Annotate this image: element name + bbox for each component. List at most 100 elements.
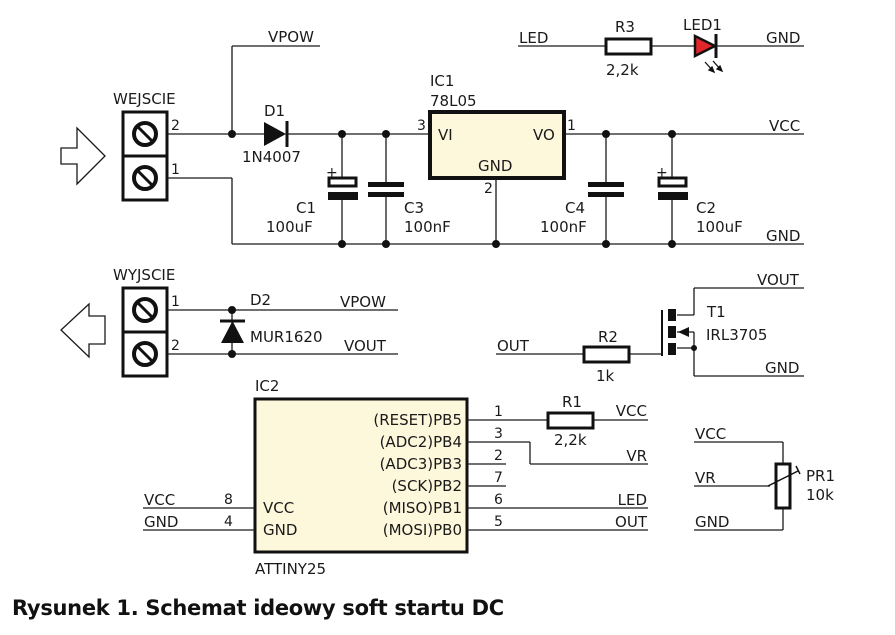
diode-icon bbox=[221, 321, 244, 343]
diode-d1: D1 1N4007 bbox=[242, 102, 301, 166]
mosfet-t1: T1 IRL3705 bbox=[661, 303, 767, 356]
screw-terminal-icon bbox=[132, 165, 158, 191]
led-branch: LED GND bbox=[518, 29, 804, 47]
input-connector-name: WEJSCIE bbox=[113, 90, 176, 108]
c2-polarity: + bbox=[656, 165, 668, 181]
capacitor-c4: C4 100nF bbox=[540, 182, 624, 236]
diode-d2: D2 MUR1620 bbox=[220, 291, 323, 346]
ic2-value: ATTINY25 bbox=[255, 560, 326, 578]
screw-terminal-icon bbox=[132, 121, 158, 147]
input-pin-1: 1 bbox=[171, 162, 180, 178]
ic2-right-net-4: LED bbox=[618, 491, 647, 509]
resistor-r3: R3 2,2k bbox=[604, 18, 653, 79]
net-label-vout: VOUT bbox=[344, 337, 387, 355]
net-label-vcc-pr1: VCC bbox=[695, 425, 726, 443]
ic2-right-num-5: 5 bbox=[494, 514, 503, 530]
net-label-led: LED bbox=[519, 29, 548, 47]
figure-caption: Rysunek 1. Schemat ideowy soft startu DC bbox=[12, 596, 504, 620]
input-arrow bbox=[60, 126, 106, 186]
net-label-gnd-led: GND bbox=[766, 29, 800, 47]
pr1-ref: PR1 bbox=[806, 467, 835, 485]
input-pin-2: 2 bbox=[171, 118, 180, 134]
d1-value: 1N4007 bbox=[242, 148, 301, 166]
c3-value: 100nF bbox=[404, 218, 451, 236]
ic1-ref: IC1 bbox=[430, 72, 454, 90]
mosfet-arrow-icon bbox=[678, 327, 689, 337]
ic2-right-pin-4: (MISO)PB1 bbox=[383, 499, 462, 517]
r3-ref: R3 bbox=[615, 18, 635, 36]
ic2-right-net-1: VR bbox=[626, 447, 647, 465]
ic2-right-pin-0: (RESET)PB5 bbox=[373, 411, 462, 429]
potentiometer-pr1: VCC VR GND PR1 10k bbox=[694, 425, 835, 531]
ic1-num-gnd: 2 bbox=[484, 181, 493, 197]
c3-ref: C3 bbox=[404, 199, 424, 217]
output-arrow bbox=[60, 302, 106, 359]
net-label-vpow: VPOW bbox=[268, 28, 314, 46]
ic1-value: 78L05 bbox=[430, 92, 477, 110]
regulator-ic1: IC1 78L05 VI VO GND 3 1 2 bbox=[417, 72, 576, 197]
c1-polarity: + bbox=[326, 165, 338, 181]
led-led1: LED1 bbox=[683, 16, 724, 74]
ic1-pin-vo: VO bbox=[533, 126, 555, 144]
output-connector-name: WYJSCIE bbox=[113, 266, 175, 284]
t1-value: IRL3705 bbox=[706, 326, 767, 344]
ic2-right-pin-1: (ADC2)PB4 bbox=[380, 433, 462, 451]
ic2-right-num-3: 7 bbox=[494, 470, 503, 486]
input-connector: WEJSCIE 2 1 bbox=[113, 90, 180, 202]
output-pin-1: 1 bbox=[171, 294, 180, 310]
output-connector: WYJSCIE 1 2 bbox=[113, 266, 180, 378]
r3-value: 2,2k bbox=[606, 61, 639, 79]
screw-terminal-icon bbox=[132, 341, 158, 367]
ic1-pin-vi: VI bbox=[438, 126, 453, 144]
resistor-r1: R1 2,2k bbox=[546, 393, 595, 449]
d1-ref: D1 bbox=[264, 102, 285, 120]
c4-value: 100nF bbox=[540, 218, 587, 236]
led1-ref: LED1 bbox=[683, 16, 722, 34]
ic2-left-pin-0: VCC bbox=[263, 499, 294, 517]
output-pin-2: 2 bbox=[171, 338, 180, 354]
ic2-right-net-0: VCC bbox=[616, 402, 647, 420]
ic2-right-num-2: 2 bbox=[494, 448, 503, 464]
microcontroller-ic2: IC2 ATTINY25 VCC GND 8 4 VCC GND (RESET)… bbox=[143, 377, 648, 578]
wiper-icon bbox=[767, 470, 799, 487]
net-label-gnd-t1: GND bbox=[765, 359, 799, 377]
ic2-right-pin-2: (ADC3)PB3 bbox=[380, 455, 462, 473]
ic2-left-num-1: 4 bbox=[224, 514, 233, 530]
junction-dots bbox=[228, 130, 676, 248]
ic2-left-net-1: GND bbox=[144, 513, 178, 531]
ic2-right-num-0: 1 bbox=[494, 404, 503, 420]
net-label-out: OUT bbox=[497, 337, 530, 355]
diode-icon bbox=[264, 122, 286, 146]
t1-ref: T1 bbox=[706, 303, 726, 321]
c1-ref: C1 bbox=[296, 199, 316, 217]
wires-mosfet: OUT VOUT GND bbox=[496, 271, 804, 377]
ic2-left-net-0: VCC bbox=[144, 491, 175, 509]
led-icon bbox=[693, 33, 718, 59]
net-label-vr: VR bbox=[695, 469, 716, 487]
wires-output: VPOW VOUT bbox=[167, 293, 398, 358]
capacitor-c3: C3 100nF bbox=[368, 182, 451, 236]
screw-terminal-icon bbox=[132, 297, 158, 323]
net-label-gnd: GND bbox=[766, 227, 800, 245]
capacitor-c1: + C1 100uF bbox=[266, 165, 358, 236]
capacitor-c2: + C2 100uF bbox=[656, 165, 743, 236]
net-label-vcc: VCC bbox=[769, 117, 800, 135]
ic2-right-num-4: 6 bbox=[494, 492, 503, 508]
pr1-value: 10k bbox=[806, 486, 834, 504]
d2-ref: D2 bbox=[250, 291, 271, 309]
ic2-left-num-0: 8 bbox=[224, 492, 233, 508]
ic1-num-vo: 1 bbox=[567, 118, 576, 134]
net-label-vout-t1: VOUT bbox=[757, 271, 800, 289]
ic1-num-vi: 3 bbox=[417, 118, 426, 134]
ic2-ref: IC2 bbox=[255, 377, 279, 395]
ic2-right-num-1: 3 bbox=[494, 426, 503, 442]
r1-ref: R1 bbox=[562, 393, 582, 411]
ic2-right-pin-3: (SCK)PB2 bbox=[392, 477, 462, 495]
c2-value: 100uF bbox=[696, 218, 743, 236]
d2-value: MUR1620 bbox=[250, 328, 323, 346]
light-emission-icon bbox=[704, 60, 724, 74]
net-label-gnd-pr1: GND bbox=[695, 513, 729, 531]
r2-ref: R2 bbox=[598, 328, 618, 346]
r1-value: 2,2k bbox=[554, 431, 587, 449]
